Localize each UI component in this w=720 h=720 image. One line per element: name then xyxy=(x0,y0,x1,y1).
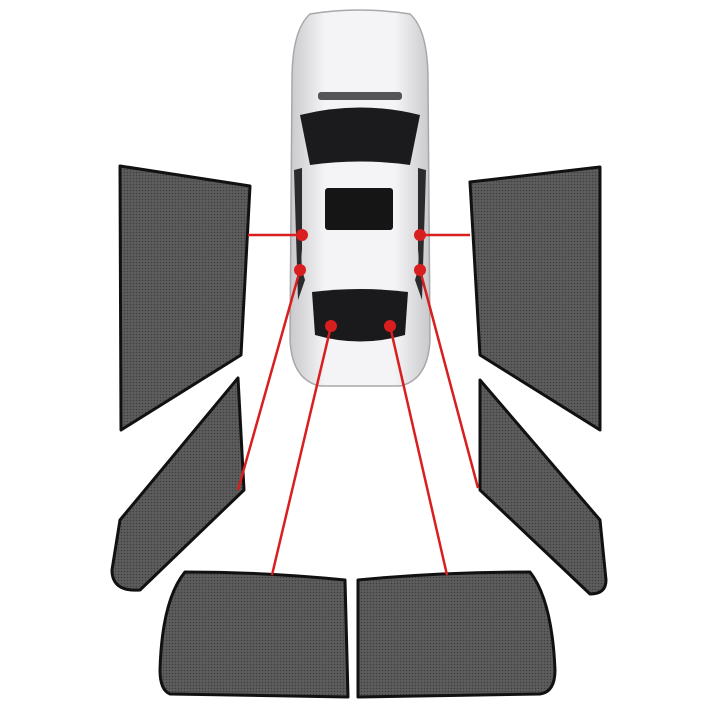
shade-back-left xyxy=(158,570,350,699)
rear-window xyxy=(312,289,408,342)
windshield xyxy=(300,107,420,165)
shade-front-right xyxy=(468,165,602,432)
shade-front-left xyxy=(118,164,252,432)
shade-back-right xyxy=(356,570,557,699)
pointer-lines xyxy=(236,229,480,576)
sunroof xyxy=(325,188,393,230)
shade-rear-right xyxy=(478,378,608,596)
car-top-view xyxy=(289,9,431,387)
shade-rear-left xyxy=(110,376,246,592)
